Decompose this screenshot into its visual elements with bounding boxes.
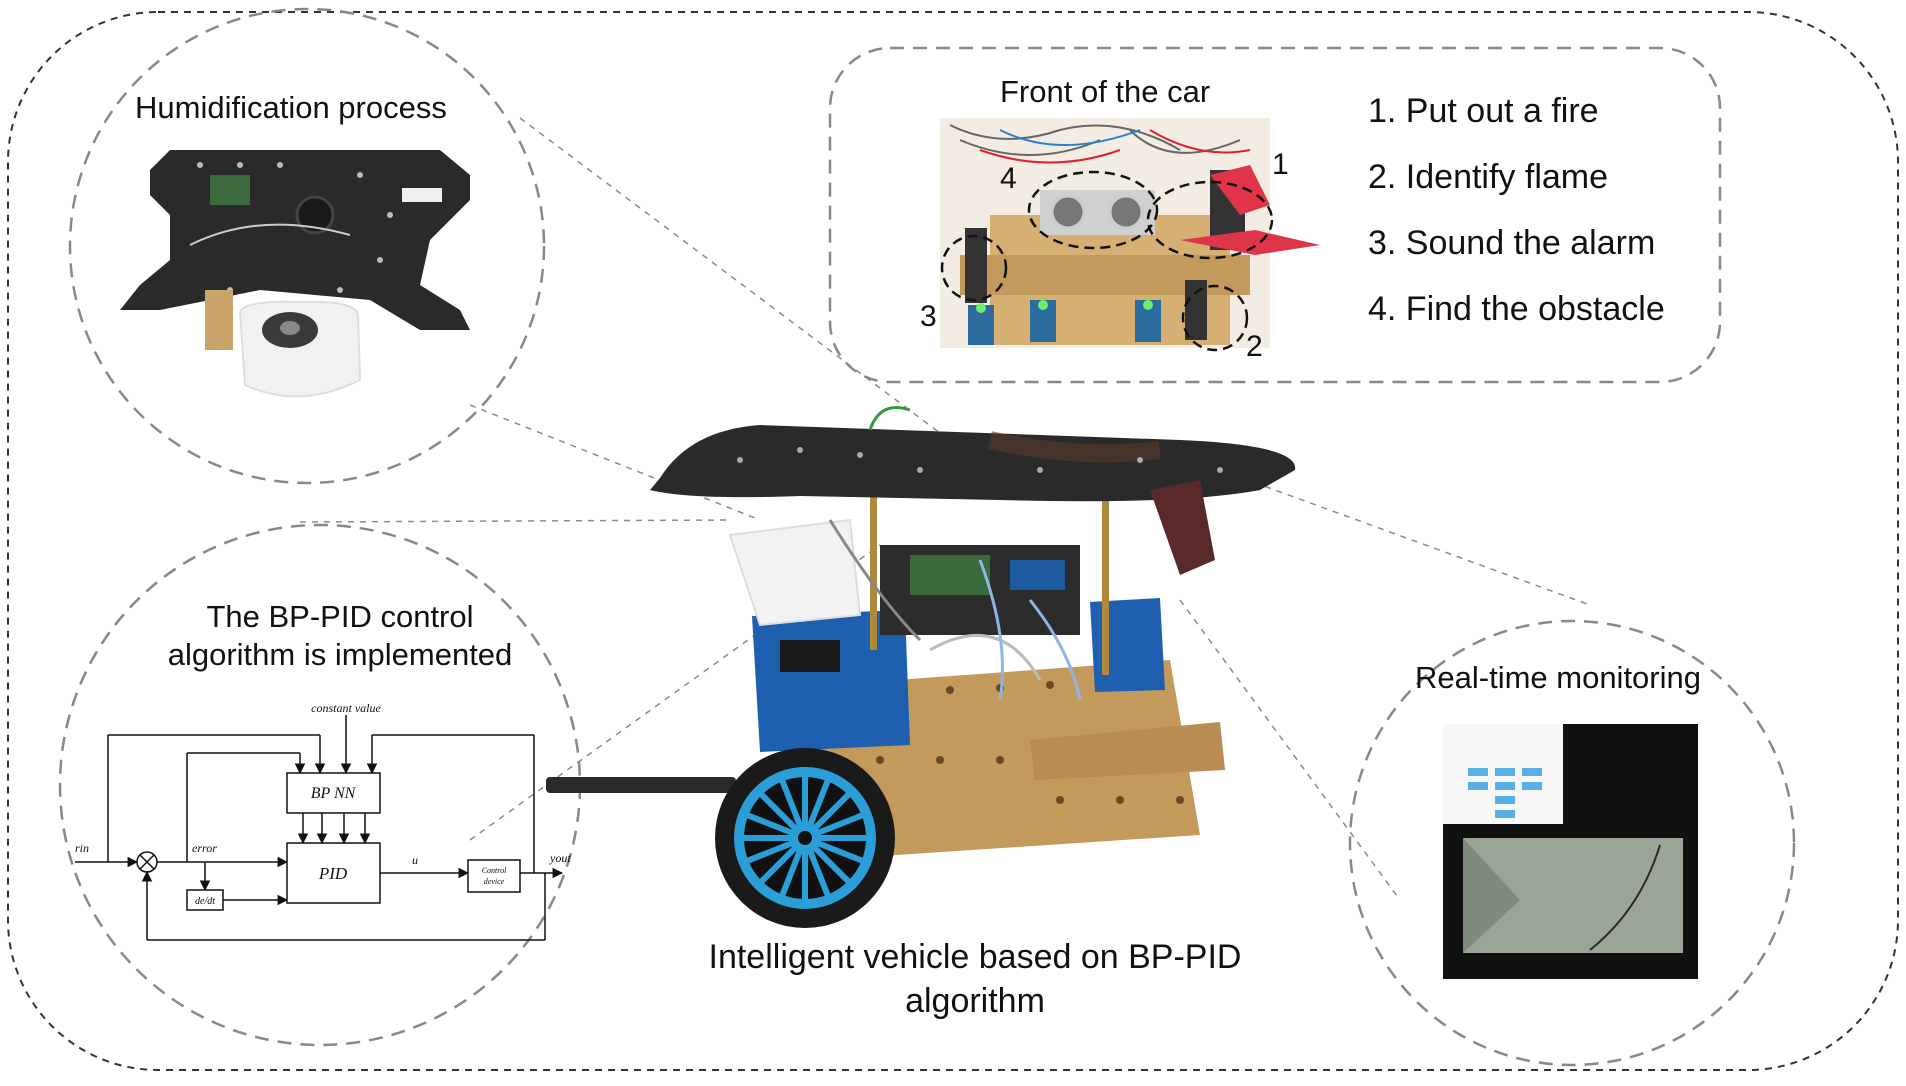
bp-pid-title-line1: The BP-PID control (206, 599, 474, 634)
front-car-photo (940, 118, 1320, 352)
pid-label: PID (318, 864, 348, 883)
function-item-3: 3. Sound the alarm (1368, 224, 1656, 262)
control-device-block (467, 859, 521, 893)
rin-label: rin (75, 841, 89, 855)
u-label: u (412, 853, 418, 867)
figure-caption: Intelligent vehicle based on BP-PID algo… (650, 935, 1300, 1023)
de-dt-label: de/dt (195, 896, 215, 907)
vehicle-photo (546, 406, 1296, 928)
monitoring-screen (1443, 724, 1698, 979)
marker-1: 1 (1272, 148, 1289, 181)
caption-line2: algorithm (905, 982, 1045, 1020)
constant-value-label: constant value (311, 701, 381, 715)
caption-line1: Intelligent vehicle based on BP-PID (708, 938, 1242, 976)
bp-nn-block (286, 772, 381, 814)
marker-4: 4 (1000, 162, 1017, 195)
bp-pid-title: The BP-PID control algorithm is implemen… (140, 598, 540, 674)
marker-2: 2 (1246, 330, 1263, 363)
wheel (715, 748, 895, 928)
diagram-labels: constant value BP NN PID rin error de/dt… (75, 701, 571, 907)
function-item-2: 2. Identify flame (1368, 158, 1609, 196)
monitoring-title: Real-time monitoring (1415, 660, 1701, 695)
humidifier-photo (120, 150, 470, 398)
yout-label: yout (549, 851, 571, 865)
bp-nn-label: BP NN (311, 785, 357, 802)
marker-3: 3 (920, 300, 937, 333)
control-device-label-2: device (484, 877, 505, 886)
control-device-label-1: Control (482, 866, 507, 875)
function-item-1: 1. Put out a fire (1368, 92, 1599, 130)
front-of-car-title: Front of the car (1000, 74, 1211, 109)
humidification-title: Humidification process (135, 90, 447, 125)
bp-pid-title-line2: algorithm is implemented (167, 637, 513, 672)
error-label: error (192, 841, 217, 855)
function-item-4: 4. Find the obstacle (1368, 290, 1665, 328)
bp-pid-block-diagram (75, 715, 564, 941)
humidification-circle (68, 7, 546, 485)
monitoring-circle (1348, 619, 1796, 1067)
outer-frame (7, 11, 1899, 1071)
front-of-car-box (828, 46, 1722, 384)
